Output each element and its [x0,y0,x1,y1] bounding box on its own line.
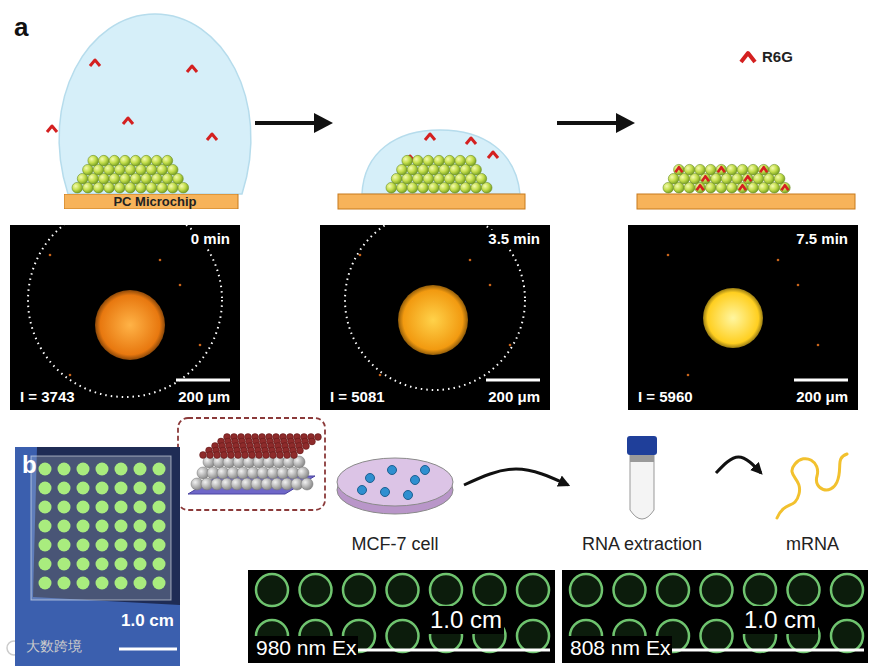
fluorescence-image: 7.5 min I = 5960 200 μm [628,225,858,410]
mrna-strand: mRNA [765,440,860,560]
scale-bar-label: 200 μm [794,388,850,405]
substrate-label: PC Microchip [64,194,246,209]
mrna-strand [777,454,847,518]
scale-bar-label: 1.0 cm [742,606,818,634]
excitation-label: 980 nm Ex [254,636,358,660]
curved-arrow [716,457,761,473]
photo-background [15,447,180,666]
cell-dish: MCF-7 cell [330,440,460,560]
fluorescence-image: 0 min I = 3743 200 μm [10,225,240,410]
time-stamp: 7.5 min [794,230,850,247]
droplet-outline [28,225,222,397]
panel-letter: b [22,451,37,479]
scale-bar [794,379,848,382]
rna-tube: RNA extraction [572,428,712,560]
dish-medium [337,458,453,506]
panel-letter: a [14,12,28,43]
intensity-value: I = 5081 [328,388,387,405]
scale-bar [350,649,550,652]
step-label: mRNA [786,534,839,555]
r6g-molecule [47,60,498,162]
scale-bar [119,648,177,651]
microchip-substrate [338,194,855,209]
droplet [59,14,520,194]
watermark: 大数跨境 [26,638,82,656]
scale-bar-label: 200 μm [176,388,232,405]
fluorescence-image: 3.5 min I = 5081 200 μm [320,225,550,410]
curved-arrow [464,469,568,485]
scale-bar-label: 1.0 cm [428,606,504,634]
intensity-value: I = 5960 [636,388,695,405]
dark-field [562,570,868,663]
step-label: RNA extraction [582,534,702,555]
r6g-symbol [738,49,758,65]
pc-spot [39,463,166,590]
scale-bar [664,649,864,652]
upconversion-image: 808 nm Ex 1.0 cm [562,570,868,663]
scale-bar-label: 200 μm [486,388,542,405]
micro-art [10,225,240,410]
r6g-molecule [675,167,788,190]
particle-stack [386,155,492,193]
time-stamp: 0 min [189,230,232,247]
dark-field [10,225,240,410]
microchip-substrate: PC Microchip [64,194,246,209]
legend-text: R6G [762,48,793,65]
micro-art [628,225,858,410]
dark-field [248,570,555,663]
speck [359,254,512,377]
speck [49,254,202,377]
time-stamp: 3.5 min [486,230,542,247]
fluorescent-spot [95,290,165,360]
process-arrow [255,113,635,133]
photonic-crystal-stack [191,434,321,490]
speck [667,254,820,377]
fluorescent-spot [703,288,763,348]
legend-entry: R6G [738,48,793,65]
tube-band [630,454,654,462]
dark-field [628,225,858,410]
micro-art [320,225,550,410]
chip-photo: b 1.0 cm [15,447,180,666]
particle-stack [663,164,790,193]
tube-cap [627,436,657,455]
step-label: MCF-7 cell [351,534,438,555]
chip [31,456,171,600]
glove [15,447,180,666]
tube-body [630,454,654,519]
scale-bar [486,379,540,382]
droplet-outline [345,225,525,390]
upconversion-image: 980 nm Ex 1.0 cm [248,570,555,663]
scale-bar-label: 1.0 cm [121,611,174,631]
cell [358,466,430,500]
fluorescent-spot [398,285,468,355]
intensity-value: I = 3743 [18,388,77,405]
photo-art [15,447,180,666]
scale-bar [176,379,230,382]
particle-stack [72,155,189,193]
excitation-label: 808 nm Ex [568,636,672,660]
dark-field [320,225,550,410]
